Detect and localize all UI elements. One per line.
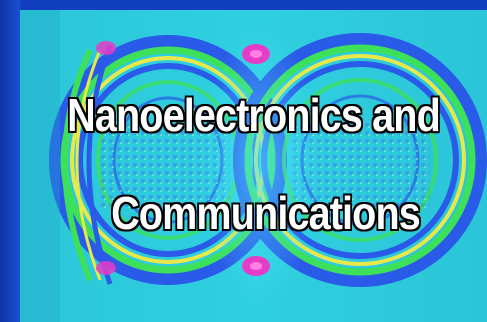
wave-pattern [20, 10, 487, 322]
wave-field-image: Nanoelectronics and Communications [20, 10, 487, 322]
left-border [0, 0, 20, 322]
title-line-1: Nanoelectronics and [66, 88, 441, 142]
left-crescent [62, 45, 113, 285]
title-line-2: Communications [110, 186, 421, 240]
hotspots [96, 41, 270, 276]
top-border [0, 0, 487, 10]
